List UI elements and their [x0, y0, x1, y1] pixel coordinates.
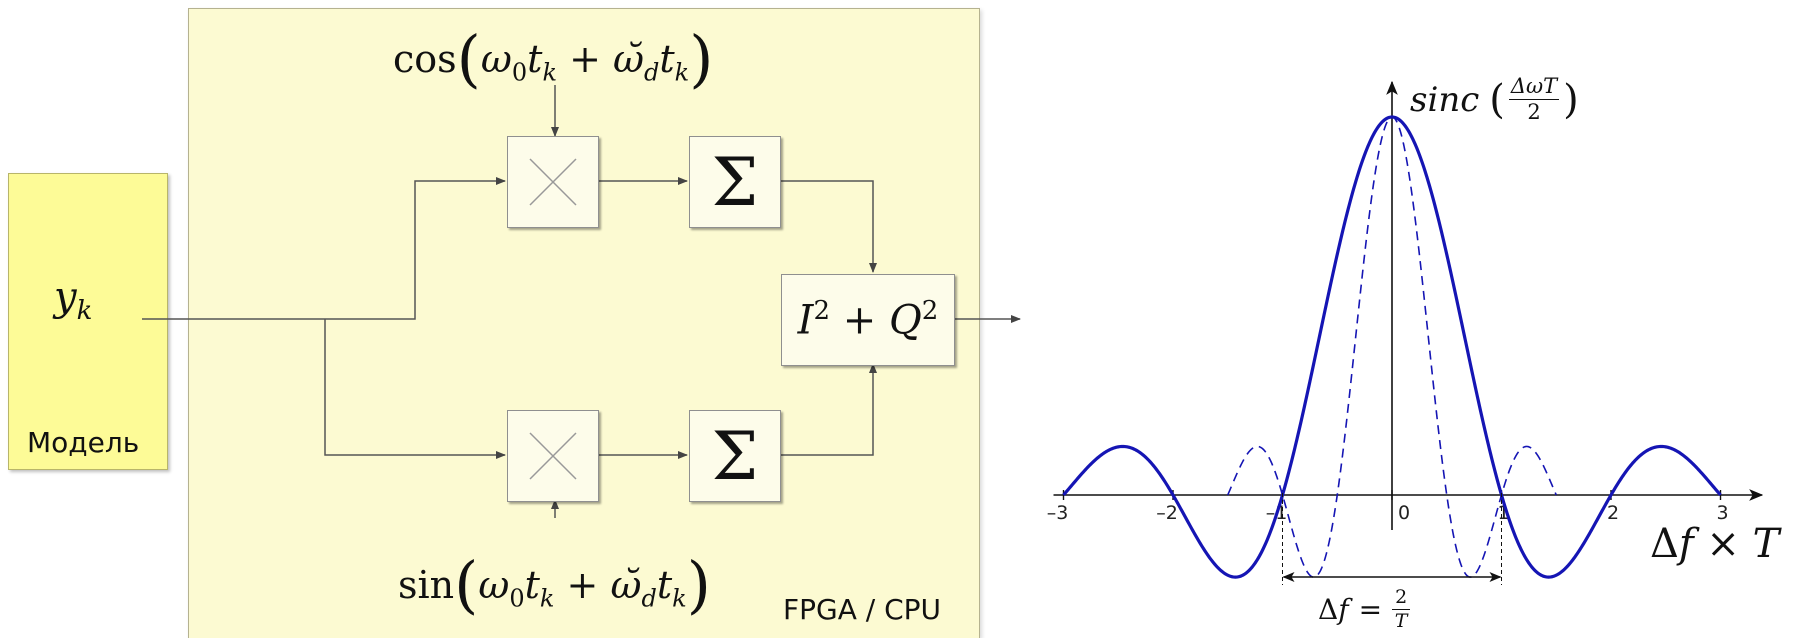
- wire-to-top-multiplier: [325, 177, 506, 320]
- multiply-icon: [529, 158, 577, 206]
- model-block: yk Модель: [8, 173, 168, 470]
- multiply-icon: [529, 432, 577, 480]
- chart-title: sinc ( ΔωT 2 ): [1410, 74, 1579, 124]
- x-tick-label: –2: [1156, 502, 1178, 524]
- sum-top: Σ: [689, 136, 781, 228]
- signal-yk: yk: [54, 274, 93, 326]
- cos-input-label: cos(ω0tk + ω̆dtk): [393, 22, 714, 95]
- sin-input-label: sin(ω0tk + ω̆dtk): [398, 548, 711, 621]
- x-tick-label: 2: [1607, 502, 1619, 524]
- model-label: Модель: [27, 426, 140, 459]
- wire-to-bottom-multiplier: [324, 319, 506, 459]
- wire-sum-bottom-to-power: [780, 363, 877, 456]
- fpga-cpu-label: FPGA / CPU: [783, 593, 942, 626]
- sigma-icon: Σ: [711, 143, 759, 221]
- x-tick-label: –3: [1047, 502, 1069, 524]
- power-block: I2 + Q2: [781, 274, 955, 366]
- power-formula: I2 + Q2: [797, 296, 939, 344]
- sum-bottom: Σ: [689, 410, 781, 502]
- x-tick-label: 0: [1398, 502, 1410, 524]
- sigma-icon: Σ: [711, 417, 759, 495]
- x-tick-label: 3: [1716, 502, 1728, 524]
- x-axis-label: Δf × T: [1650, 521, 1780, 567]
- wire-sum-top-to-power: [780, 180, 877, 273]
- multiplier-bottom: [507, 410, 599, 502]
- multiplier-top: [507, 136, 599, 228]
